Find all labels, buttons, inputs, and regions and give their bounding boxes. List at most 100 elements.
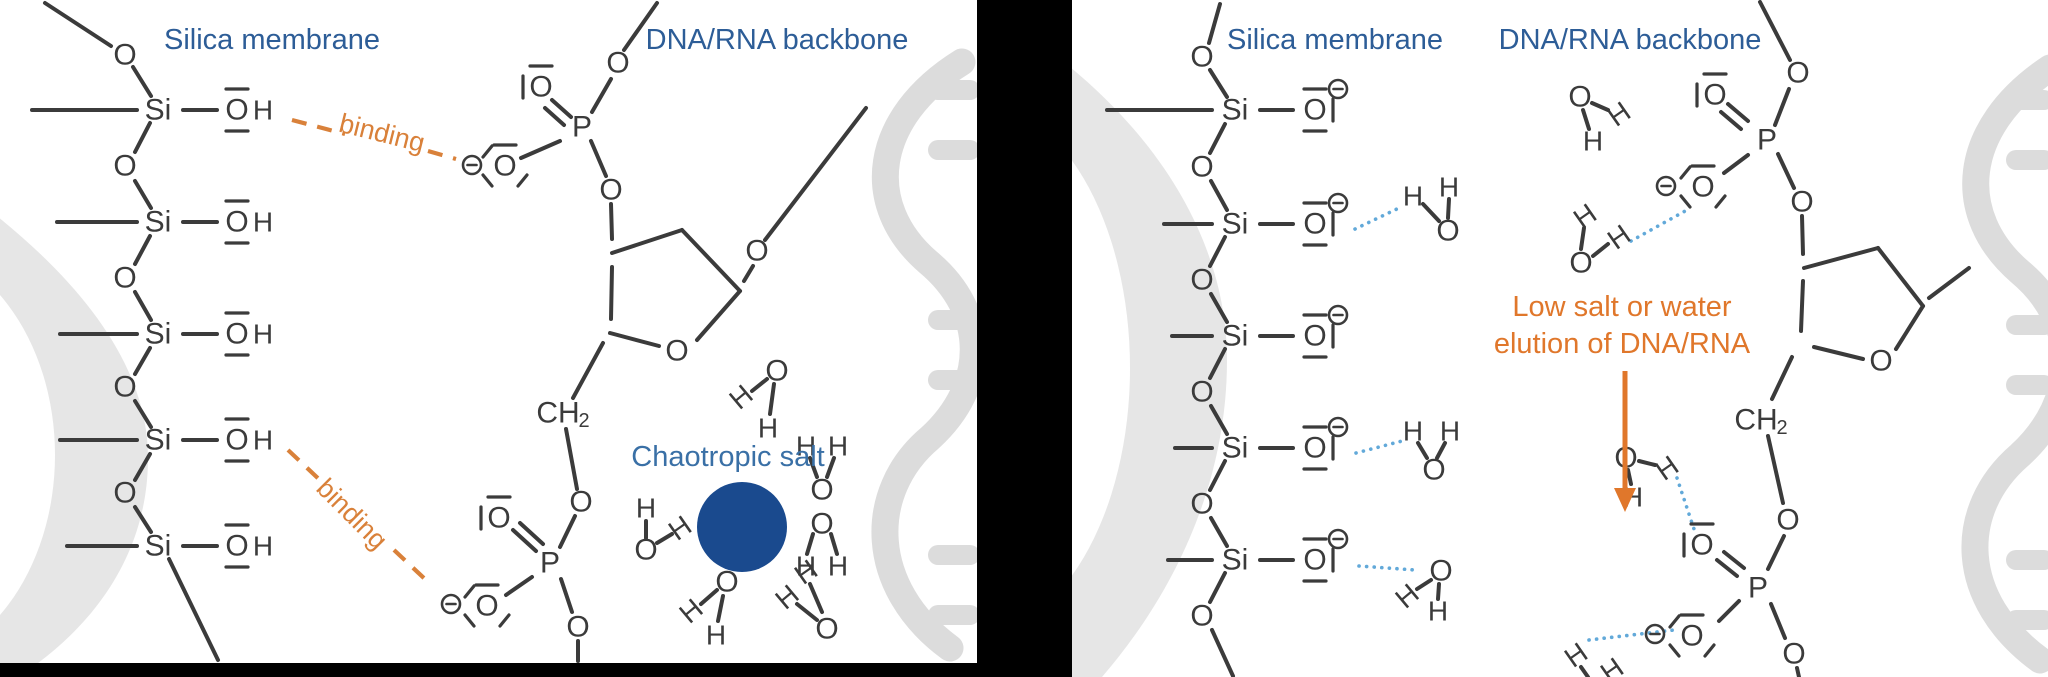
lone-pair-bar bbox=[1679, 165, 1692, 180]
atom-o: O bbox=[225, 94, 248, 127]
dna-rna-backbone-label: DNA/RNA backbone bbox=[646, 24, 909, 56]
bond-line bbox=[1208, 235, 1227, 268]
bond-line bbox=[1795, 666, 1801, 677]
atom-h: H bbox=[1602, 219, 1636, 256]
atom-2: 2 bbox=[1776, 417, 1787, 439]
binding-label-2: binding bbox=[311, 473, 394, 556]
bond-line bbox=[1722, 550, 1746, 570]
lone-pair-bar bbox=[1668, 643, 1681, 658]
bond-line bbox=[1626, 468, 1633, 486]
atom-o: O bbox=[810, 508, 833, 541]
bond-line bbox=[655, 532, 674, 545]
atom-o: O bbox=[1786, 57, 1809, 90]
atom-o: O bbox=[113, 262, 136, 295]
atom-h: H bbox=[769, 579, 804, 616]
bond-line bbox=[511, 528, 538, 553]
atom-o: O bbox=[1190, 151, 1213, 184]
atom-si: Si bbox=[1222, 432, 1249, 465]
bond-line bbox=[589, 139, 608, 178]
membrane-arc-inner bbox=[0, 295, 55, 615]
bond-line bbox=[1579, 226, 1586, 251]
atom-h: H bbox=[828, 431, 848, 462]
atom-h: H bbox=[1439, 172, 1459, 203]
atom-h: H bbox=[1440, 416, 1460, 447]
bond-line bbox=[1208, 347, 1227, 380]
atom-o: O bbox=[1303, 432, 1326, 465]
atom-h: H bbox=[796, 431, 816, 462]
atom-h: H bbox=[1595, 652, 1629, 677]
bond-line bbox=[131, 65, 153, 98]
atom-o: O bbox=[113, 150, 136, 183]
atom-p: P bbox=[1757, 124, 1777, 157]
elution-label-line1: Low salt or water bbox=[1512, 291, 1732, 323]
atom-p: P bbox=[572, 111, 592, 144]
atom-si: Si bbox=[145, 94, 172, 127]
bond-line bbox=[609, 265, 614, 321]
lone-pair-bar bbox=[481, 173, 494, 188]
hydrogen-bond-dotted-line bbox=[1675, 476, 1696, 531]
bond-line bbox=[763, 106, 868, 242]
bond-line bbox=[1590, 101, 1610, 112]
atom-h: H bbox=[1583, 126, 1603, 157]
atom-o: O bbox=[113, 477, 136, 510]
bond-line bbox=[1416, 441, 1429, 460]
atom-si: Si bbox=[1222, 94, 1249, 127]
atom-o: O bbox=[225, 318, 248, 351]
bond-line bbox=[571, 341, 605, 400]
bond-line bbox=[1446, 197, 1451, 220]
atom-o: O bbox=[1303, 208, 1326, 241]
atom-h: H bbox=[1602, 96, 1636, 133]
atom-si: Si bbox=[145, 206, 172, 239]
atom-h: H bbox=[253, 207, 273, 238]
bond-line bbox=[680, 228, 742, 293]
atom-h: H bbox=[1568, 198, 1602, 235]
atom-si: Si bbox=[145, 318, 172, 351]
bond-line bbox=[1758, 0, 1792, 62]
bond-line bbox=[1207, 2, 1222, 45]
bond-line bbox=[1208, 571, 1227, 604]
atom-h: H bbox=[796, 551, 816, 582]
bond-line bbox=[1876, 246, 1925, 308]
atom-o: O bbox=[1190, 376, 1213, 409]
atom-o: O bbox=[529, 71, 552, 104]
bond-line bbox=[133, 346, 152, 376]
atom-o: O bbox=[1869, 345, 1892, 378]
atom-h: H bbox=[1389, 578, 1424, 615]
bond-line bbox=[133, 452, 152, 482]
atom-o: O bbox=[1568, 81, 1591, 114]
bond-line bbox=[808, 582, 824, 614]
bond-line bbox=[1927, 266, 1971, 300]
silica-membrane-label: Silica membrane bbox=[1227, 24, 1443, 56]
bond-line bbox=[1581, 108, 1591, 131]
chaotropic-salt-label: Chaotropic salt bbox=[631, 441, 824, 473]
elution-label-line2: elution of DNA/RNA bbox=[1494, 328, 1751, 360]
atom-o: O bbox=[1703, 79, 1726, 112]
bond-line bbox=[1773, 87, 1791, 127]
bond-line bbox=[608, 331, 661, 348]
atom-si: Si bbox=[1222, 320, 1249, 353]
binding-label-1: binding bbox=[336, 108, 428, 158]
atom-h: H bbox=[636, 493, 656, 524]
atom-o: O bbox=[715, 566, 738, 599]
binding-dashed-line bbox=[427, 148, 457, 162]
atom-h: H bbox=[1403, 181, 1423, 212]
minus-charge-icon bbox=[1327, 416, 1349, 438]
bond-line bbox=[768, 382, 776, 416]
atom-o: O bbox=[225, 530, 248, 563]
atom-h: H bbox=[1559, 637, 1593, 674]
atom-o: O bbox=[1680, 620, 1703, 653]
minus-charge-icon bbox=[1327, 192, 1349, 214]
lone-pair-bar bbox=[1679, 194, 1692, 209]
bond-line bbox=[808, 456, 819, 479]
dna-rna-backbone-label: DNA/RNA backbone bbox=[1499, 24, 1762, 56]
atom-o: O bbox=[1429, 555, 1452, 588]
lone-pair-bar bbox=[1703, 643, 1716, 658]
atom-o: O bbox=[113, 39, 136, 72]
minus-charge-icon bbox=[1327, 78, 1349, 100]
bond-line bbox=[504, 575, 534, 597]
atom-o: O bbox=[810, 474, 833, 507]
atom-o: O bbox=[1190, 488, 1213, 521]
atom-h: H bbox=[253, 531, 273, 562]
